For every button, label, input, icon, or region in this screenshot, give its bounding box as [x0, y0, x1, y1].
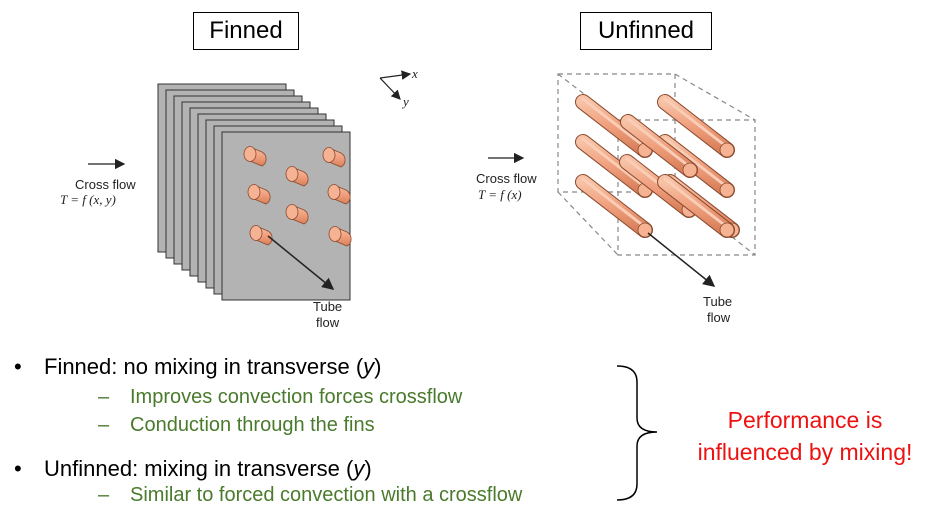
finned-temp-label: T = f (x, y): [60, 192, 116, 207]
conclusion-line-1: Performance is: [727, 407, 883, 433]
brace-path: [616, 365, 658, 501]
finned-title: Finned: [193, 12, 299, 50]
unfinned-flow-label: flow: [707, 310, 731, 325]
unfinned-tube-flow-arrow: [647, 232, 716, 287]
unfinned-tube-label: Tube: [703, 294, 732, 309]
finned-crossflow-label: Cross flow: [75, 177, 136, 192]
bullet-unfinned-text: Unfinned: mixing in transverse (y): [44, 456, 372, 481]
bullet-finned-text: Finned: no mixing in transverse (y): [44, 354, 382, 379]
tube-stub: [327, 184, 351, 205]
tube-stub: [322, 147, 346, 168]
y-axis-arrow: [379, 77, 401, 100]
long-tube: [657, 94, 735, 158]
dash-glyph: –: [98, 484, 110, 506]
bullet-glyph: •: [14, 354, 22, 379]
y-axis-label: y: [401, 94, 409, 109]
dash-glyph: –: [98, 386, 110, 408]
finned-flow-label: flow: [316, 315, 340, 330]
finned-tube-flow-arrow: [267, 235, 335, 290]
dash-glyph: –: [98, 414, 110, 436]
unfinned-temp-label: T = f (x): [478, 187, 522, 202]
conclusion-line-2: influenced by mixing!: [697, 439, 913, 465]
long-tube: [657, 174, 735, 238]
tube-stub: [247, 184, 271, 205]
brace-svg: [616, 365, 658, 501]
long-tube: [620, 114, 698, 178]
conclusion-text: Performance is influenced by mixing!: [680, 404, 930, 468]
x-axis-arrow: [379, 70, 412, 80]
finned-tubes: [243, 146, 352, 247]
long-tube: [575, 174, 653, 238]
tube-stub: [285, 204, 309, 225]
unfinned-title: Unfinned: [580, 12, 712, 50]
tube-stub: [285, 166, 309, 187]
heat-exchanger-diagrams: Cross flow T = f (x, y) Tube flow x y Cr…: [60, 66, 756, 330]
unfinned-crossflow-label: Cross flow: [476, 171, 537, 186]
unfinned-tubes: [575, 94, 740, 238]
tube-stub: [243, 146, 267, 167]
bullet-glyph: •: [14, 456, 22, 481]
x-axis-label: x: [411, 66, 418, 81]
tube-stub: [328, 226, 352, 247]
finned-tube-label: Tube: [313, 299, 342, 314]
